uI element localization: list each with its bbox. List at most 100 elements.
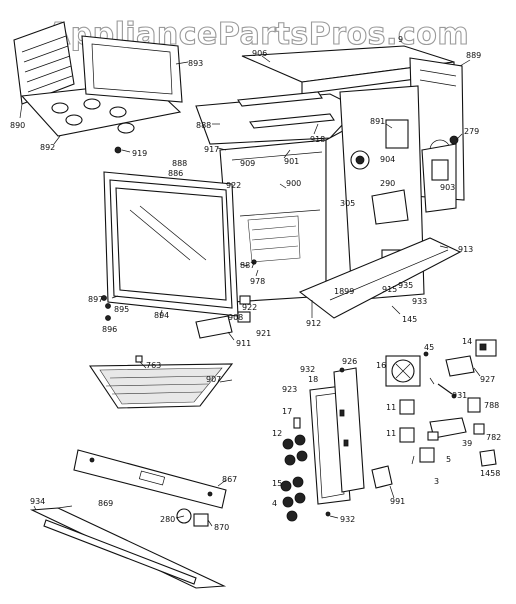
callout-935: 935 — [398, 281, 413, 290]
callout-15: 15 — [272, 479, 282, 488]
callout-893: 893 — [188, 59, 203, 68]
callout-931: 931 — [452, 391, 467, 400]
leader-lines — [19, 55, 481, 527]
callout-labels: 893 889 906 9 890 892 919 888 917 918 89… — [10, 35, 501, 532]
control-bracket — [421, 143, 457, 213]
thermostat — [427, 417, 467, 441]
knob-set — [280, 434, 308, 522]
callout-280: 280 — [160, 515, 175, 524]
callout-897: 897 — [88, 295, 103, 304]
callout-934: 934 — [30, 497, 45, 506]
callout-888-upper: 888 — [196, 121, 211, 130]
callout-913: 913 — [458, 245, 473, 254]
switch-11b — [399, 427, 415, 443]
callout-921: 921 — [256, 329, 271, 338]
callout-889: 889 — [466, 51, 481, 60]
callout-788: 788 — [484, 401, 499, 410]
oven-back-panel — [81, 35, 183, 103]
callout-892: 892 — [40, 143, 55, 152]
clip-1458 — [479, 449, 497, 467]
oven-rack-assembly — [13, 21, 75, 105]
callout-901: 901 — [284, 157, 299, 166]
callout-922-upper: 922 — [226, 181, 241, 190]
selector-switch — [475, 339, 497, 357]
callout-14: 14 — [462, 337, 472, 346]
relay-788 — [467, 397, 481, 413]
callout-3: 3 — [434, 477, 439, 486]
callout-39: 39 — [462, 439, 472, 448]
part-782 — [473, 423, 485, 435]
callout-927: 927 — [480, 375, 495, 384]
callout-888-lower: 888 — [172, 159, 187, 168]
callout-917: 917 — [204, 145, 219, 154]
callout-919: 919 — [132, 149, 147, 158]
clock-timer — [385, 355, 421, 387]
control-housing — [309, 367, 365, 505]
callout-290: 290 — [380, 179, 395, 188]
terminal-block — [419, 447, 435, 463]
probe-931 — [437, 383, 457, 399]
callout-18: 18 — [308, 375, 318, 384]
top-trim-strips — [237, 91, 335, 129]
callout-45: 45 — [424, 343, 434, 352]
callout-932-lower: 932 — [340, 515, 355, 524]
callout-17: 17 — [282, 407, 292, 416]
callout-907: 907 — [206, 375, 221, 384]
callout-891: 891 — [370, 117, 385, 126]
control-panel — [73, 449, 227, 509]
callout-918: 918 — [310, 135, 325, 144]
trim-strip — [29, 507, 227, 589]
base-plate — [298, 237, 462, 319]
callout-900: 900 — [286, 179, 301, 188]
callout-909: 909 — [240, 159, 255, 168]
callout-5: 5 — [446, 455, 451, 464]
light-socket — [176, 508, 209, 527]
door-latch — [195, 315, 233, 339]
oven-cavity — [195, 93, 359, 303]
callout-923: 923 — [282, 385, 297, 394]
callout-1458: 1458 — [480, 469, 500, 478]
callout-867: 867 — [222, 475, 237, 484]
oven-door — [103, 171, 239, 317]
callout-1899: 1899 — [334, 287, 354, 296]
callout-869: 869 — [98, 499, 113, 508]
callout-887: 887 — [240, 261, 255, 270]
plate-991 — [371, 465, 393, 489]
callout-894: 894 — [154, 311, 169, 320]
callout-896: 896 — [102, 325, 117, 334]
callout-906: 906 — [252, 49, 267, 58]
callout-763: 763 — [146, 361, 161, 370]
callout-12: 12 — [272, 429, 282, 438]
callout-911: 911 — [236, 339, 251, 348]
callout-922-lower: 922 — [242, 303, 257, 312]
callout-11-b: 11 — [386, 429, 396, 438]
callout-933: 933 — [412, 297, 427, 306]
callout-908: 908 — [228, 313, 243, 322]
callout-145: 145 — [402, 315, 417, 324]
callout-915: 915 — [382, 285, 397, 294]
door-screws — [101, 259, 257, 321]
callout-978: 978 — [250, 277, 265, 286]
callout-11-a: 11 — [386, 403, 396, 412]
bracket-927 — [445, 355, 475, 377]
rear-chassis — [339, 85, 425, 301]
switch-11a — [399, 399, 415, 415]
callout-9: 9 — [398, 35, 403, 44]
callout-991: 991 — [390, 497, 405, 506]
callout-870: 870 — [214, 523, 229, 532]
callout-903: 903 — [440, 183, 455, 192]
vent-filter — [88, 355, 234, 409]
callout-4: 4 — [272, 499, 277, 508]
callout-305: 305 — [340, 199, 355, 208]
screws-misc — [114, 135, 459, 517]
callout-782: 782 — [486, 433, 501, 442]
callout-912: 912 — [306, 319, 321, 328]
callout-904: 904 — [380, 155, 395, 164]
spacer-part — [293, 417, 301, 429]
callout-926: 926 — [342, 357, 357, 366]
callout-886: 886 — [168, 169, 183, 178]
callout-895: 895 — [114, 305, 129, 314]
callout-279: 279 — [464, 127, 479, 136]
